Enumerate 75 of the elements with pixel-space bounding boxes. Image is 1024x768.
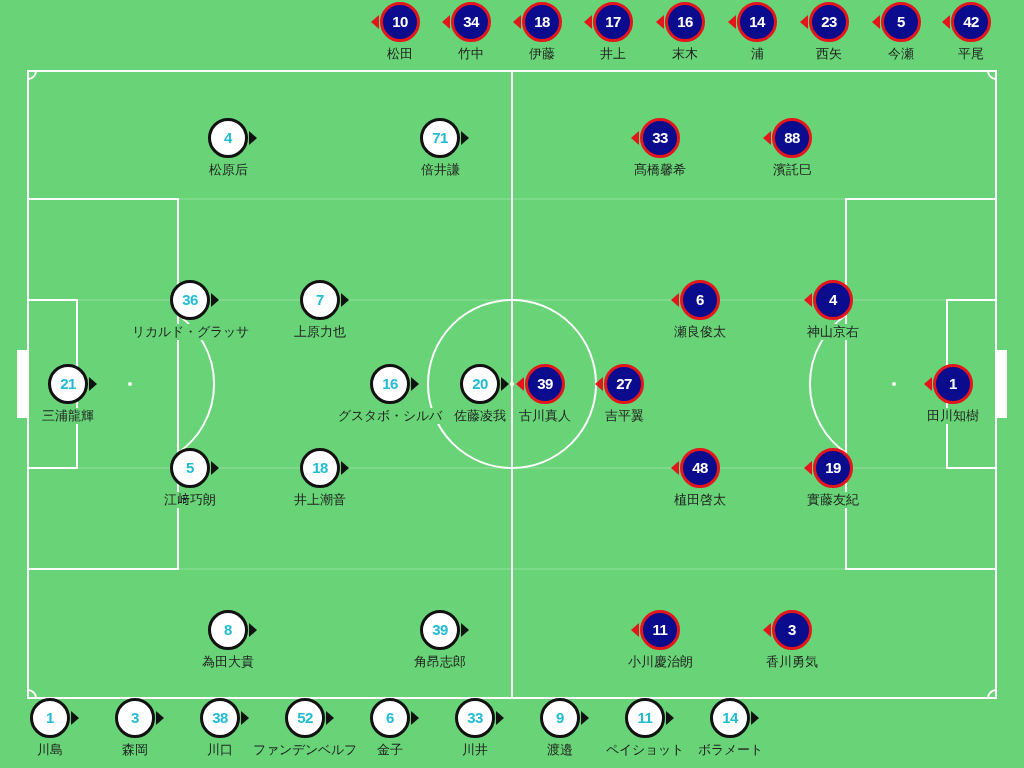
player-name: 今瀬 xyxy=(886,46,916,62)
player-number-marker: 18 xyxy=(300,448,340,488)
player-number-marker: 10 xyxy=(380,2,420,42)
player-number-marker: 14 xyxy=(710,698,750,738)
player-number-marker: 33 xyxy=(455,698,495,738)
player-name: 井上 xyxy=(598,46,628,62)
player-number-marker: 52 xyxy=(285,698,325,738)
player-name: 植田啓太 xyxy=(672,492,728,508)
player-name: 伊藤 xyxy=(527,46,557,62)
player-name: 金子 xyxy=(375,742,405,758)
player-number-marker: 1 xyxy=(30,698,70,738)
player-name: グスタボ・シルバ xyxy=(336,408,444,424)
player-name: 上原力也 xyxy=(292,324,348,340)
player-number-marker: 3 xyxy=(772,610,812,650)
player-name: 角昂志郎 xyxy=(412,654,468,670)
player-number-marker: 42 xyxy=(951,2,991,42)
player-name: ファンデンベルフ xyxy=(251,742,359,758)
player-number-marker: 34 xyxy=(451,2,491,42)
player-number-marker: 4 xyxy=(208,118,248,158)
player-name: 森岡 xyxy=(120,742,150,758)
player-number-marker: 88 xyxy=(772,118,812,158)
player-number-marker: 7 xyxy=(300,280,340,320)
player-name: 末木 xyxy=(670,46,700,62)
player-name: 井上潮音 xyxy=(292,492,348,508)
player-name: 神山京右 xyxy=(805,324,861,340)
player-number-marker: 11 xyxy=(640,610,680,650)
player-name: 吉平翼 xyxy=(602,408,646,424)
player-name: 三浦龍輝 xyxy=(40,408,96,424)
player-number-marker: 38 xyxy=(200,698,240,738)
player-name: 濱託巳 xyxy=(770,162,814,178)
player-number-marker: 5 xyxy=(170,448,210,488)
player-name: 髙橋馨希 xyxy=(632,162,688,178)
player-number-marker: 21 xyxy=(48,364,88,404)
player-number-marker: 39 xyxy=(525,364,565,404)
player-number-marker: 9 xyxy=(540,698,580,738)
player-number-marker: 20 xyxy=(460,364,500,404)
player-number-marker: 27 xyxy=(604,364,644,404)
player-name: 小川慶治朗 xyxy=(625,654,695,670)
player-number-marker: 18 xyxy=(522,2,562,42)
player-name: 川島 xyxy=(35,742,65,758)
player-name: 佐藤凌我 xyxy=(452,408,508,424)
player-name: 田川知樹 xyxy=(925,408,981,424)
player-number-marker: 16 xyxy=(665,2,705,42)
player-number-marker: 3 xyxy=(115,698,155,738)
player-number-marker: 6 xyxy=(370,698,410,738)
player-number-marker: 36 xyxy=(170,280,210,320)
player-number-marker: 5 xyxy=(881,2,921,42)
player-name: 渡邉 xyxy=(545,742,575,758)
player-name: 川井 xyxy=(460,742,490,758)
player-number-marker: 71 xyxy=(420,118,460,158)
player-name: 浦 xyxy=(748,46,766,62)
player-number-marker: 1 xyxy=(933,364,973,404)
player-number-marker: 11 xyxy=(625,698,665,738)
player-name: 瀬良俊太 xyxy=(672,324,728,340)
player-number-marker: 14 xyxy=(737,2,777,42)
player-number-marker: 39 xyxy=(420,610,460,650)
player-name: 倍井謙 xyxy=(418,162,462,178)
player-number-marker: 8 xyxy=(208,610,248,650)
player-name: 竹中 xyxy=(456,46,486,62)
player-name: 古川真人 xyxy=(517,408,573,424)
player-name: 江﨑巧朗 xyxy=(162,492,218,508)
player-number-marker: 17 xyxy=(593,2,633,42)
player-name: 松原后 xyxy=(206,162,250,178)
player-number-marker: 23 xyxy=(809,2,849,42)
player-number-marker: 19 xyxy=(813,448,853,488)
player-name: 香川勇気 xyxy=(764,654,820,670)
player-name: 西矢 xyxy=(814,46,844,62)
player-name: 為田大貴 xyxy=(200,654,256,670)
player-number-marker: 33 xyxy=(640,118,680,158)
player-number-marker: 48 xyxy=(680,448,720,488)
player-number-marker: 16 xyxy=(370,364,410,404)
player-name: 實藤友紀 xyxy=(805,492,861,508)
player-name: 平尾 xyxy=(956,46,986,62)
player-number-marker: 6 xyxy=(680,280,720,320)
player-number-marker: 4 xyxy=(813,280,853,320)
